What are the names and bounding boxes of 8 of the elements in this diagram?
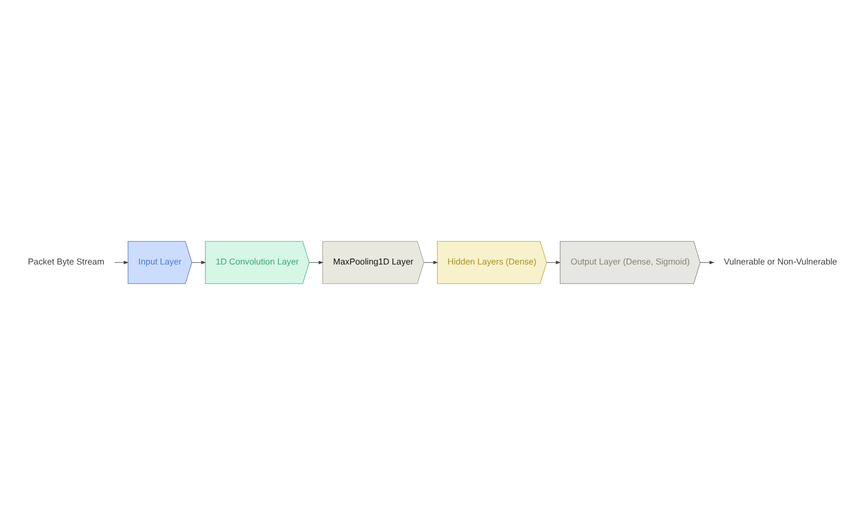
- node-text: Packet Byte Stream: [28, 256, 104, 267]
- arrow: [424, 260, 438, 264]
- arrow: [192, 260, 206, 264]
- node-text: Vulnerable or Non-Vulnerable: [724, 256, 838, 267]
- arrow: [114, 260, 129, 264]
- arrow: [700, 260, 714, 264]
- arrow: [308, 260, 324, 264]
- arrow: [546, 260, 561, 264]
